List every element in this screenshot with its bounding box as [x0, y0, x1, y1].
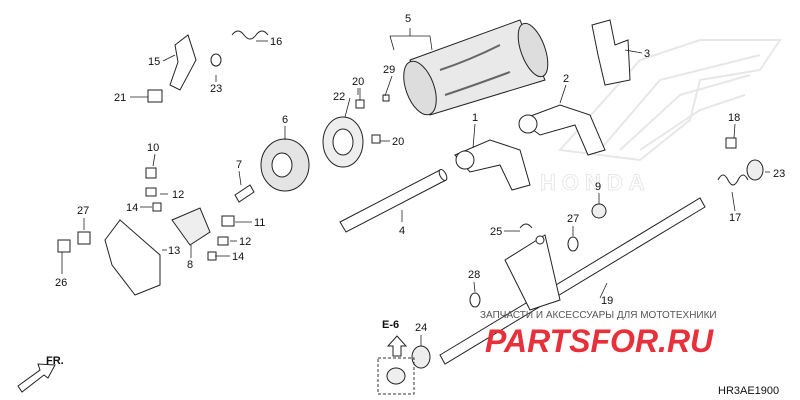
callout-11: 11 — [254, 217, 265, 229]
watermark-tagline: ЗАПЧАСТИ И АКСЕССУАРЫ ДЛЯ МОТОТЕХНИКИ — [480, 310, 717, 321]
shift-fork-shaft — [339, 169, 448, 233]
pin-20a — [355, 99, 365, 109]
callout-27a: 27 — [567, 213, 579, 225]
callout-12a: 12 — [172, 189, 184, 201]
callout-14b: 14 — [232, 251, 244, 263]
drum-pin — [234, 184, 255, 203]
shift-fork-center — [454, 139, 531, 191]
callout-3: 3 — [644, 48, 650, 60]
oil-seal-bottom — [411, 345, 431, 369]
callout-19: 19 — [601, 295, 613, 307]
callout-20b: 20 — [392, 136, 404, 148]
callout-12b: 12 — [239, 236, 251, 248]
clip-27a — [567, 236, 579, 252]
pin-12b — [217, 236, 229, 246]
callout-8: 8 — [187, 259, 193, 271]
section-ref-label: E-6 — [382, 319, 399, 331]
callout-15: 15 — [148, 56, 160, 68]
collar-26 — [77, 231, 91, 245]
callout-14a: 14 — [126, 202, 138, 214]
callout-23b: 24 — [415, 322, 427, 334]
stopper-plate — [104, 219, 161, 296]
bearing — [322, 116, 364, 168]
callout-29: 29 — [383, 64, 395, 76]
front-direction-label: FR. — [46, 355, 64, 367]
front-direction-arrow: FR. — [17, 355, 64, 393]
return-spring — [231, 30, 269, 40]
clip-24 — [519, 223, 533, 229]
watermark: ЗАПЧАСТИ И АКСЕССУАРЫ ДЛЯ МОТОТЕХНИКИ PA… — [480, 310, 717, 359]
spindle-spring — [717, 174, 749, 186]
callout-17: 17 — [729, 212, 741, 224]
shift-fork-right — [518, 104, 606, 156]
callout-16: 16 — [270, 36, 282, 48]
callout-4: 4 — [399, 225, 405, 237]
leader-lines — [61, 28, 770, 346]
roller-11 — [221, 215, 235, 227]
callout-6: 6 — [282, 114, 288, 126]
callout-21: 21 — [114, 92, 126, 104]
ratchet-arm — [169, 34, 197, 91]
pin-20b — [371, 134, 381, 144]
callout-25: 22 — [333, 91, 345, 103]
callout-22: 23 — [210, 83, 222, 95]
drum-center — [260, 138, 310, 192]
callout-24: 25 — [490, 226, 502, 238]
watermark-brand: PARTSFOR.RU — [485, 323, 714, 359]
pin-9 — [591, 203, 607, 219]
callout-numbers: 5 29 20 22 20 1 2 3 4 6 7 8 10 12 11 12 … — [55, 13, 785, 334]
spring-14a — [152, 202, 162, 212]
gearshift-spindle — [439, 197, 706, 365]
callout-13: 13 — [168, 245, 180, 257]
callout-27b: 28 — [468, 269, 480, 281]
stopper-arm — [171, 207, 211, 246]
callout-5: 5 — [405, 13, 411, 25]
pin-12a — [145, 187, 157, 197]
callout-23a: 23 — [773, 168, 785, 180]
honda-wing-logo: HONDA — [540, 39, 782, 196]
callout-7: 7 — [236, 159, 242, 171]
callout-26: 27 — [77, 205, 89, 217]
honda-logo-text: HONDA — [540, 170, 651, 195]
roller-10 — [145, 167, 157, 179]
oil-seal-right — [746, 159, 764, 181]
callout-10: 10 — [147, 142, 159, 154]
callout-28: 26 — [55, 277, 67, 289]
shift-fork-top — [591, 19, 631, 86]
diagram-code: HR3AE1900 — [718, 385, 779, 397]
clip-27b — [469, 292, 481, 308]
callout-2: 2 — [563, 73, 569, 85]
pin-29 — [382, 94, 390, 102]
washer-22 — [210, 53, 222, 67]
bolt-18 — [725, 137, 737, 149]
spring-14b — [207, 251, 217, 261]
section-ref-e6: E-6 — [377, 319, 415, 395]
callout-1: 1 — [472, 112, 478, 124]
bolt-28 — [57, 239, 71, 253]
callout-9: 9 — [595, 181, 601, 193]
bolt-21 — [147, 89, 163, 103]
gearshift-drum — [403, 19, 549, 116]
callout-20a: 20 — [352, 76, 364, 88]
callout-18: 18 — [728, 112, 740, 124]
